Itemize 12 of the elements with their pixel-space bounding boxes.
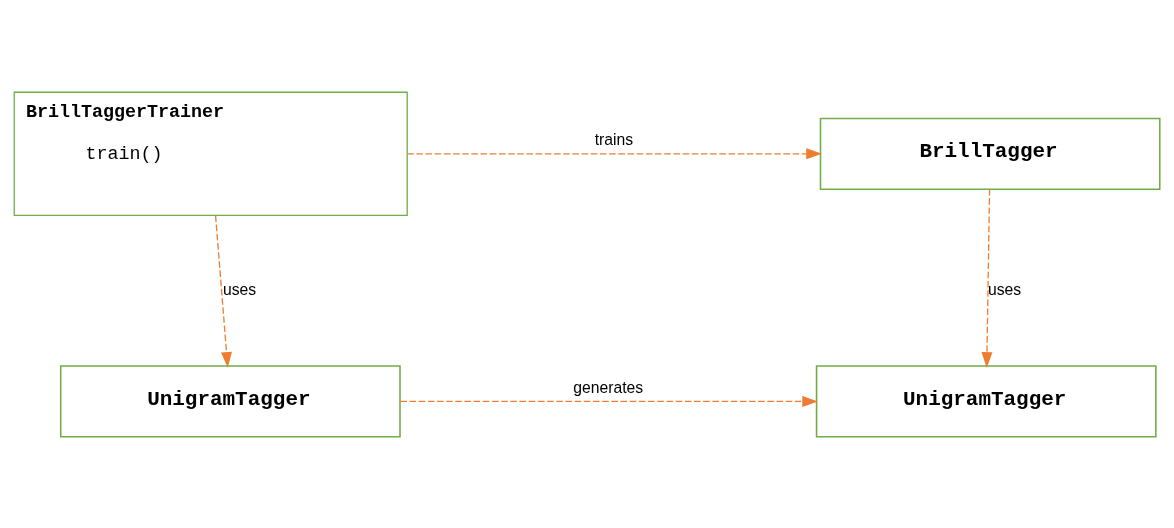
edge-label: uses bbox=[987, 280, 1022, 298]
edge-label: uses bbox=[222, 280, 257, 298]
arrow bbox=[399, 395, 819, 407]
arrow bbox=[406, 147, 822, 159]
arrow bbox=[981, 188, 993, 368]
edge-label: generates bbox=[573, 378, 644, 396]
node-box: UnigramTagger bbox=[59, 364, 401, 438]
edge-label: trains bbox=[594, 130, 634, 148]
arrow bbox=[214, 214, 232, 368]
node-box: BrillTagger bbox=[819, 117, 1161, 190]
node-box: BrillTaggerTrainer train() bbox=[13, 91, 408, 216]
node-box: UnigramTagger bbox=[815, 364, 1157, 438]
